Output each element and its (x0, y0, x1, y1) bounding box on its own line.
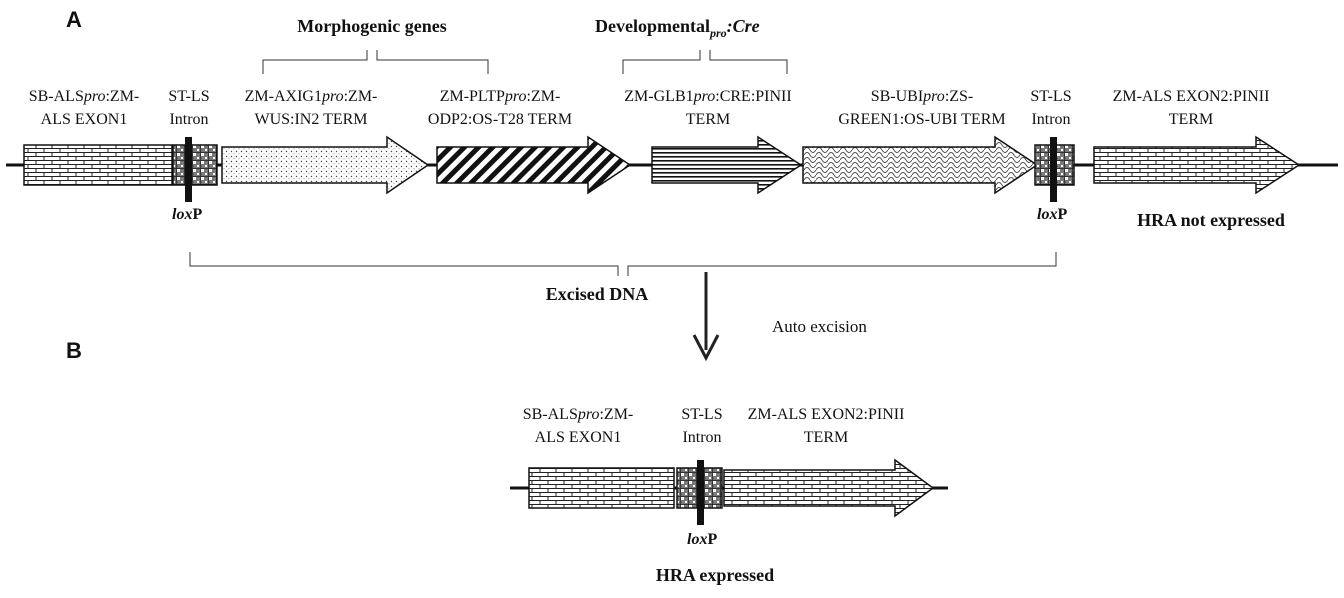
svg-text:TERM: TERM (804, 429, 848, 446)
auto-excision-label: Auto excision (772, 317, 867, 336)
svg-text:ST-LS: ST-LS (1030, 88, 1071, 105)
morphogenic-bracket (262, 50, 489, 74)
zm-als-exon2-arrow-b (723, 458, 935, 518)
loxp-site-icon-b (697, 460, 704, 525)
svg-text:Intron: Intron (169, 111, 208, 128)
label-zm-als-exon2-b: ZM-ALS EXON2:PINII TERM (748, 406, 905, 446)
label-pltp: ZM-PLTPpro:ZM- ODP2:OS-T28 TERM (428, 88, 572, 128)
loxp-site-icon (185, 137, 192, 202)
svg-text:TERM: TERM (1169, 111, 1213, 128)
svg-text:ST-LS: ST-LS (168, 88, 209, 105)
loxp-site-icon-2 (1050, 137, 1057, 202)
svg-text:ZM-ALS EXON2:PINII: ZM-ALS EXON2:PINII (1113, 88, 1270, 105)
st-ls-intron-segment (172, 144, 218, 186)
loxp-label: loxP (172, 206, 202, 223)
label-st-ls-intron-2: ST-LS Intron (1030, 88, 1071, 128)
svg-text:SB-ALSpro:ZM-: SB-ALSpro:ZM- (29, 88, 140, 105)
svg-text:SB-ALSpro:ZM-: SB-ALSpro:ZM- (523, 406, 634, 423)
svg-text:ALS EXON1: ALS EXON1 (41, 111, 128, 128)
svg-text:ALS EXON1: ALS EXON1 (535, 429, 622, 446)
label-zm-als-exon2: ZM-ALS EXON2:PINII TERM (1113, 88, 1270, 128)
svg-text:GREEN1:OS-UBI TERM: GREEN1:OS-UBI TERM (838, 111, 1005, 128)
ubi-zsgreen-arrow (802, 135, 1039, 195)
svg-text:ZM-PLTPpro:ZM-: ZM-PLTPpro:ZM- (440, 88, 561, 105)
sb-als-promoter-segment (23, 144, 173, 186)
label-glb1: ZM-GLB1pro:CRE:PINII TERM (624, 88, 791, 128)
zm-als-exon2-arrow (1093, 135, 1301, 195)
pltp-odp2-arrow (436, 135, 632, 195)
sb-als-promoter-segment-b (528, 467, 675, 509)
svg-text:Intron: Intron (1031, 111, 1070, 128)
svg-text:ZM-ALS EXON2:PINII: ZM-ALS EXON2:PINII (748, 406, 905, 423)
label-st-ls-intron: ST-LS Intron (168, 88, 209, 128)
svg-text:WUS:IN2 TERM: WUS:IN2 TERM (254, 111, 367, 128)
svg-text:ZM-AXIG1pro:ZM-: ZM-AXIG1pro:ZM- (245, 88, 378, 105)
loxp-label-2: loxP (1037, 206, 1067, 223)
hra-not-expressed-label: HRA not expressed (1137, 210, 1285, 230)
svg-text:ODP2:OS-T28 TERM: ODP2:OS-T28 TERM (428, 111, 572, 128)
svg-text:TERM: TERM (686, 111, 730, 128)
axig1-wus-arrow (221, 135, 430, 195)
label-axig1: ZM-AXIG1pro:ZM- WUS:IN2 TERM (245, 88, 378, 128)
label-st-ls-intron-b: ST-LS Intron (681, 406, 722, 446)
morphogenic-genes-header: Morphogenic genes (297, 16, 446, 36)
label-sb-ubi: SB-UBIpro:ZS- GREEN1:OS-UBI TERM (838, 88, 1005, 128)
label-sb-als-b: SB-ALSpro:ZM- ALS EXON1 (523, 406, 634, 446)
svg-text:ZM-GLB1pro:CRE:PINII: ZM-GLB1pro:CRE:PINII (624, 88, 791, 105)
glb1-cre-arrow (651, 135, 803, 195)
panel-label-b: B (66, 338, 82, 363)
developmental-header: Developmentalpro:Cre (595, 16, 760, 40)
svg-text:Intron: Intron (682, 429, 721, 446)
panel-label-a: A (66, 7, 82, 32)
label-sb-als: SB-ALSpro:ZM- ALS EXON1 (29, 88, 140, 128)
svg-text:ST-LS: ST-LS (681, 406, 722, 423)
excised-bracket (189, 252, 1057, 276)
developmental-bracket (622, 50, 788, 74)
svg-text:SB-UBIpro:ZS-: SB-UBIpro:ZS- (871, 88, 974, 105)
excised-dna-label: Excised DNA (546, 284, 649, 304)
loxp-label-b: loxP (687, 531, 717, 548)
hra-expressed-label: HRA expressed (656, 565, 774, 585)
